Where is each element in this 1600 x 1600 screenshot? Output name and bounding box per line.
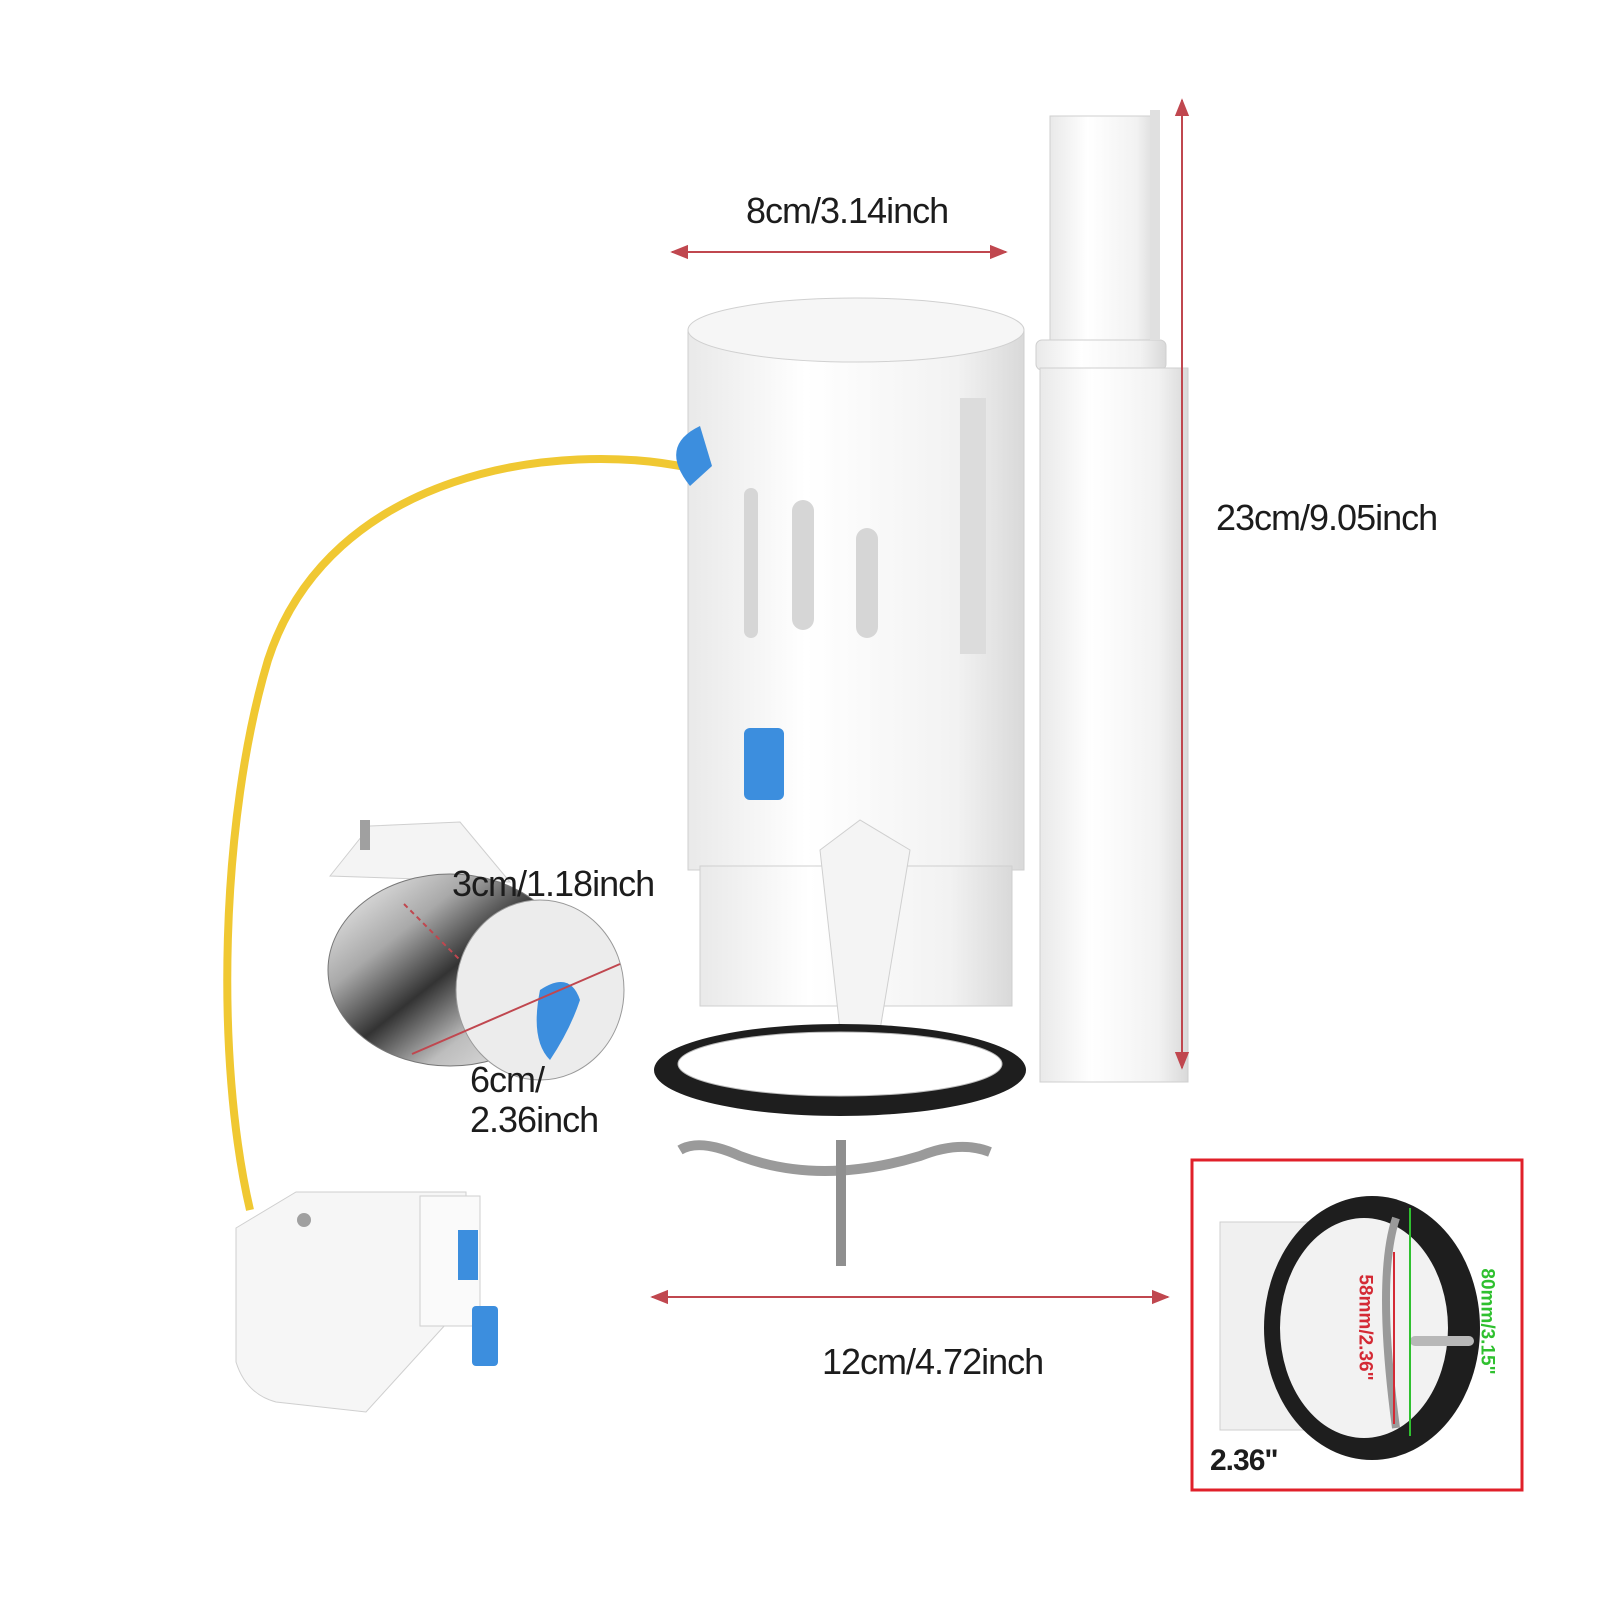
cable-clip [676,426,712,486]
valve-body [654,297,1026,1266]
inset-outer-diameter-label: 80mm/3.15" [1476,1268,1498,1375]
yellow-cable [223,454,691,1211]
overflow-pipe [1035,110,1189,1083]
inset-inner-diameter-label: 58mm/2.36" [1354,1274,1376,1381]
cable-connector [235,1191,498,1413]
inset-caption: 2.36" [1210,1444,1279,1477]
height-label: 23cm/9.05inch [1216,497,1438,538]
button-diameter-label-line1: 6cm/ [470,1059,545,1100]
push-button [327,820,625,1081]
blue-tab [744,728,784,800]
inset-detail [1190,1158,1524,1492]
top-width-label: 8cm/3.14inch [746,190,949,231]
button-diameter-label-line2: 2.36inch [470,1099,599,1140]
bottom-width-label: 12cm/4.72inch [822,1341,1044,1382]
button-depth-label: 3cm/1.18inch [452,863,655,904]
